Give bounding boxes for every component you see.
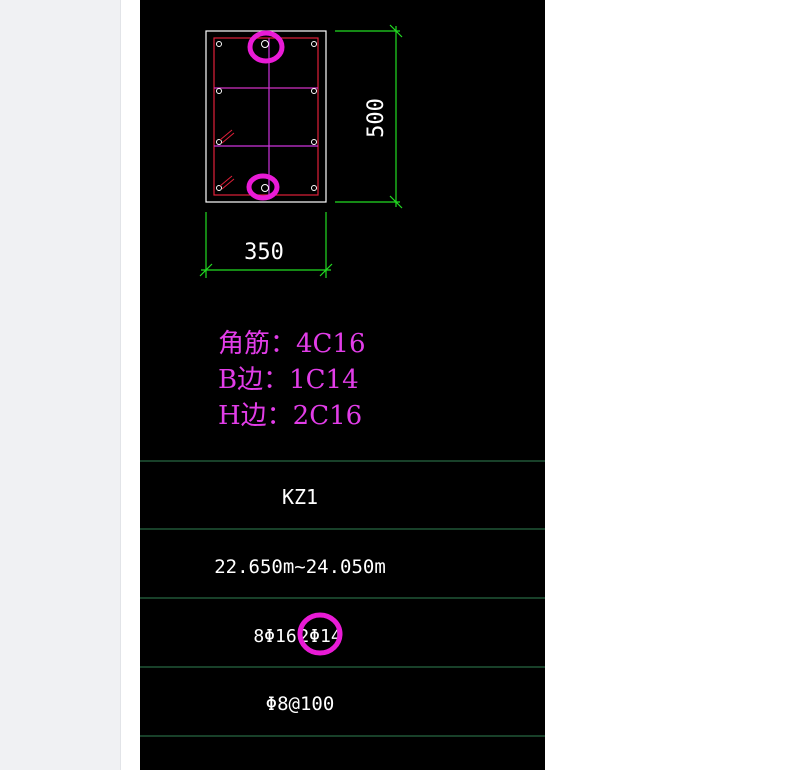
rebar-side-l2 [216, 139, 222, 145]
rebar-side-l1 [216, 88, 222, 94]
highlight-circle-table [297, 612, 343, 656]
schedule-table-lines [140, 460, 545, 737]
annotation-b-side-bars: B边：1C14 [218, 365, 359, 395]
rebar-corner-bl [216, 185, 222, 191]
dimension-width-label: 350 [244, 240, 284, 265]
rebar-corner-tl [216, 41, 222, 47]
dimension-vertical [335, 24, 403, 209]
left-sidebar [0, 0, 121, 770]
dimension-horizontal [199, 212, 333, 278]
rebar-corner-br [311, 185, 317, 191]
dimension-height-label: 500 [364, 98, 389, 138]
annotation-corner-bars: 角筋：4C16 [218, 329, 366, 359]
schedule-elevation: 22.650m~24.050m [214, 556, 386, 578]
highlight-circle-bottom [246, 173, 280, 201]
rebar-group [216, 40, 317, 192]
schedule-column-id: KZ1 [282, 485, 318, 509]
schedule-bars-b: 2Φ14 [298, 626, 341, 647]
rebar-side-r1 [311, 88, 317, 94]
stirrup-outer [213, 37, 319, 196]
annotation-h-side-bars: H边：2C16 [218, 401, 362, 431]
rebar-mid-bottom [261, 184, 269, 192]
cad-drawing: 500 350 角筋：4C16 B边：1C14 H边：2C16 KZ1 22.6… [140, 24, 545, 737]
rebar-side-r2 [311, 139, 317, 145]
schedule-stirrups: Φ8@100 [266, 693, 335, 715]
highlight-circle-top [247, 30, 285, 64]
cad-drawing-canvas[interactable]: 500 350 角筋：4C16 B边：1C14 H边：2C16 KZ1 22.6… [140, 0, 545, 770]
stirrup-hooks [219, 129, 235, 190]
rebar-corner-tr [311, 41, 317, 47]
rebar-mid-top [261, 40, 269, 48]
schedule-bars-a: 8Φ16 [253, 626, 296, 647]
